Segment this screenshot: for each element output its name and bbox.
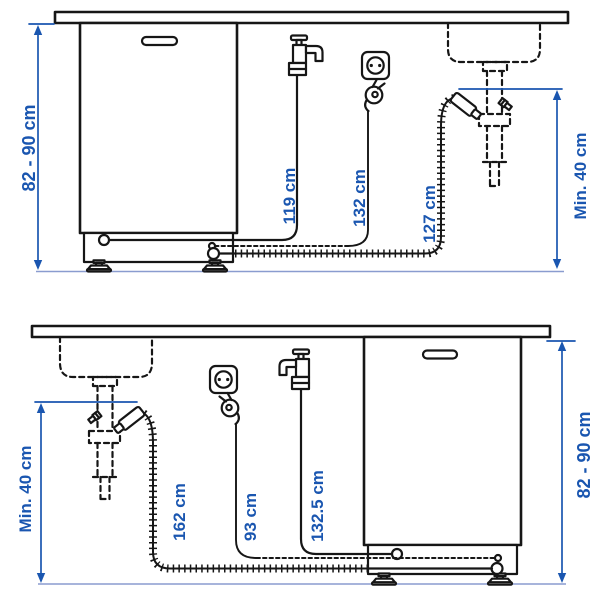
drain-pipe-icon xyxy=(477,69,512,188)
hose-clamp-screw-icon xyxy=(497,96,514,112)
drain-outlet-port xyxy=(490,561,504,576)
power-outlet-icon xyxy=(360,50,391,81)
measure-height xyxy=(28,23,55,270)
measure-min-drain-height xyxy=(458,88,563,269)
power-cord xyxy=(347,110,369,247)
diagram-top: 82 - 90 cm 119 cm 132 cm 127 cm Min. 40 … xyxy=(19,10,590,273)
power-cord xyxy=(235,423,257,559)
sink-basin-icon xyxy=(446,21,542,73)
countertop xyxy=(53,10,570,25)
dishwasher-door xyxy=(78,21,239,235)
dishwasher xyxy=(78,21,239,273)
label-dishwasher-height: 82 - 90 cm xyxy=(574,411,594,498)
water-supply-hose xyxy=(107,73,299,242)
label-drain-hose: 127 cm xyxy=(420,185,439,243)
water-inlet-port xyxy=(97,233,111,247)
label-power-cord: 93 cm xyxy=(241,493,260,541)
measure-min-drain-height xyxy=(34,401,138,583)
label-power-cord: 132 cm xyxy=(350,169,369,227)
drain-pipe-icon xyxy=(87,384,122,501)
drain-hose xyxy=(137,408,368,573)
water-supply-hose xyxy=(299,387,394,556)
door-handle-icon xyxy=(421,349,459,360)
dishwasher xyxy=(362,335,523,586)
water-tap-icon xyxy=(278,348,311,391)
power-plug-icon xyxy=(218,391,240,426)
drain-hose-connector-icon xyxy=(111,404,147,437)
label-drain-hose: 162 cm xyxy=(170,483,189,541)
measure-height xyxy=(546,340,576,583)
power-plug-icon xyxy=(364,78,386,113)
label-min-drain-height: Min. 40 cm xyxy=(16,446,35,533)
water-tap-icon xyxy=(287,34,324,77)
sink-basin-icon xyxy=(58,335,154,388)
power-outlet-icon xyxy=(208,364,239,395)
label-water-supply-hose: 119 cm xyxy=(280,168,299,225)
label-dishwasher-height: 82 - 90 cm xyxy=(19,104,39,191)
drain-outlet-port xyxy=(206,246,221,261)
dishwasher-door xyxy=(362,335,523,547)
door-handle-icon xyxy=(140,35,179,47)
countertop xyxy=(30,324,552,339)
label-min-drain-height: Min. 40 cm xyxy=(571,133,590,220)
drain-hose xyxy=(235,94,457,258)
leveling-foot-icon xyxy=(486,572,514,586)
cord-outlet-port xyxy=(493,553,503,563)
hose-clamp-screw-icon xyxy=(86,409,103,425)
label-water-supply-hose: 132.5 cm xyxy=(308,470,327,542)
leveling-foot-icon xyxy=(370,572,398,586)
diagram-bottom: Min. 40 cm 162 cm 93 cm 132.5 cm 82 - 90… xyxy=(16,324,594,586)
drain-hose-connector-icon xyxy=(448,90,484,123)
